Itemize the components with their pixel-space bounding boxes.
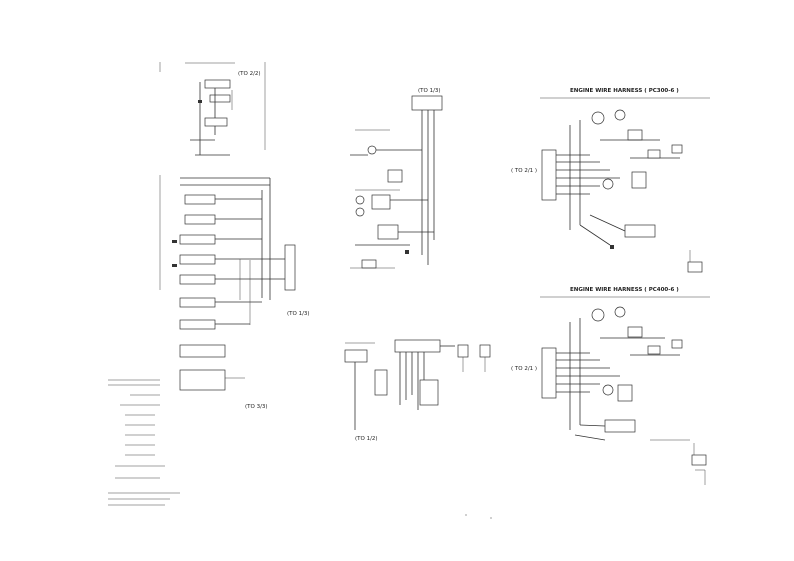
bottom-right-misc [465,469,706,519]
harness-title-pc400: ENGINE WIRE HARNESS ( PC400-6 ) [570,287,679,293]
ref-to-1-3-center: (TO 1/3) [418,88,441,94]
engine-harness-pc400: ENGINE WIRE HARNESS ( PC400-6 ) ( TO 2/1… [511,287,710,466]
ref-to-2-1-bottom: ( TO 2/1 ) [511,366,537,372]
ref-to-1-3-left: (TO 1/3) [287,311,310,317]
left-controller-circuit: (TO 1/3) (TO 3/3) [159,175,310,410]
harness-title-pc300: ENGINE WIRE HARNESS ( PC300-6 ) [570,88,679,94]
center-bottom-circuit: (TO 1/2) [344,339,491,442]
left-top-circuit: (TO 2/2) [159,62,266,156]
center-top-circuit: (TO 1/3) [350,88,443,269]
legend [108,379,180,506]
ref-to-1-2: (TO 1/2) [355,436,378,442]
ref-to-2-2: (TO 2/2) [238,71,261,77]
engine-harness-pc300: ENGINE WIRE HARNESS ( PC300-6 ) ( TO 2/1… [511,88,710,273]
ref-to-3-3: (TO 3/3) [245,404,268,410]
ref-to-2-1-top: ( TO 2/1 ) [511,168,537,174]
